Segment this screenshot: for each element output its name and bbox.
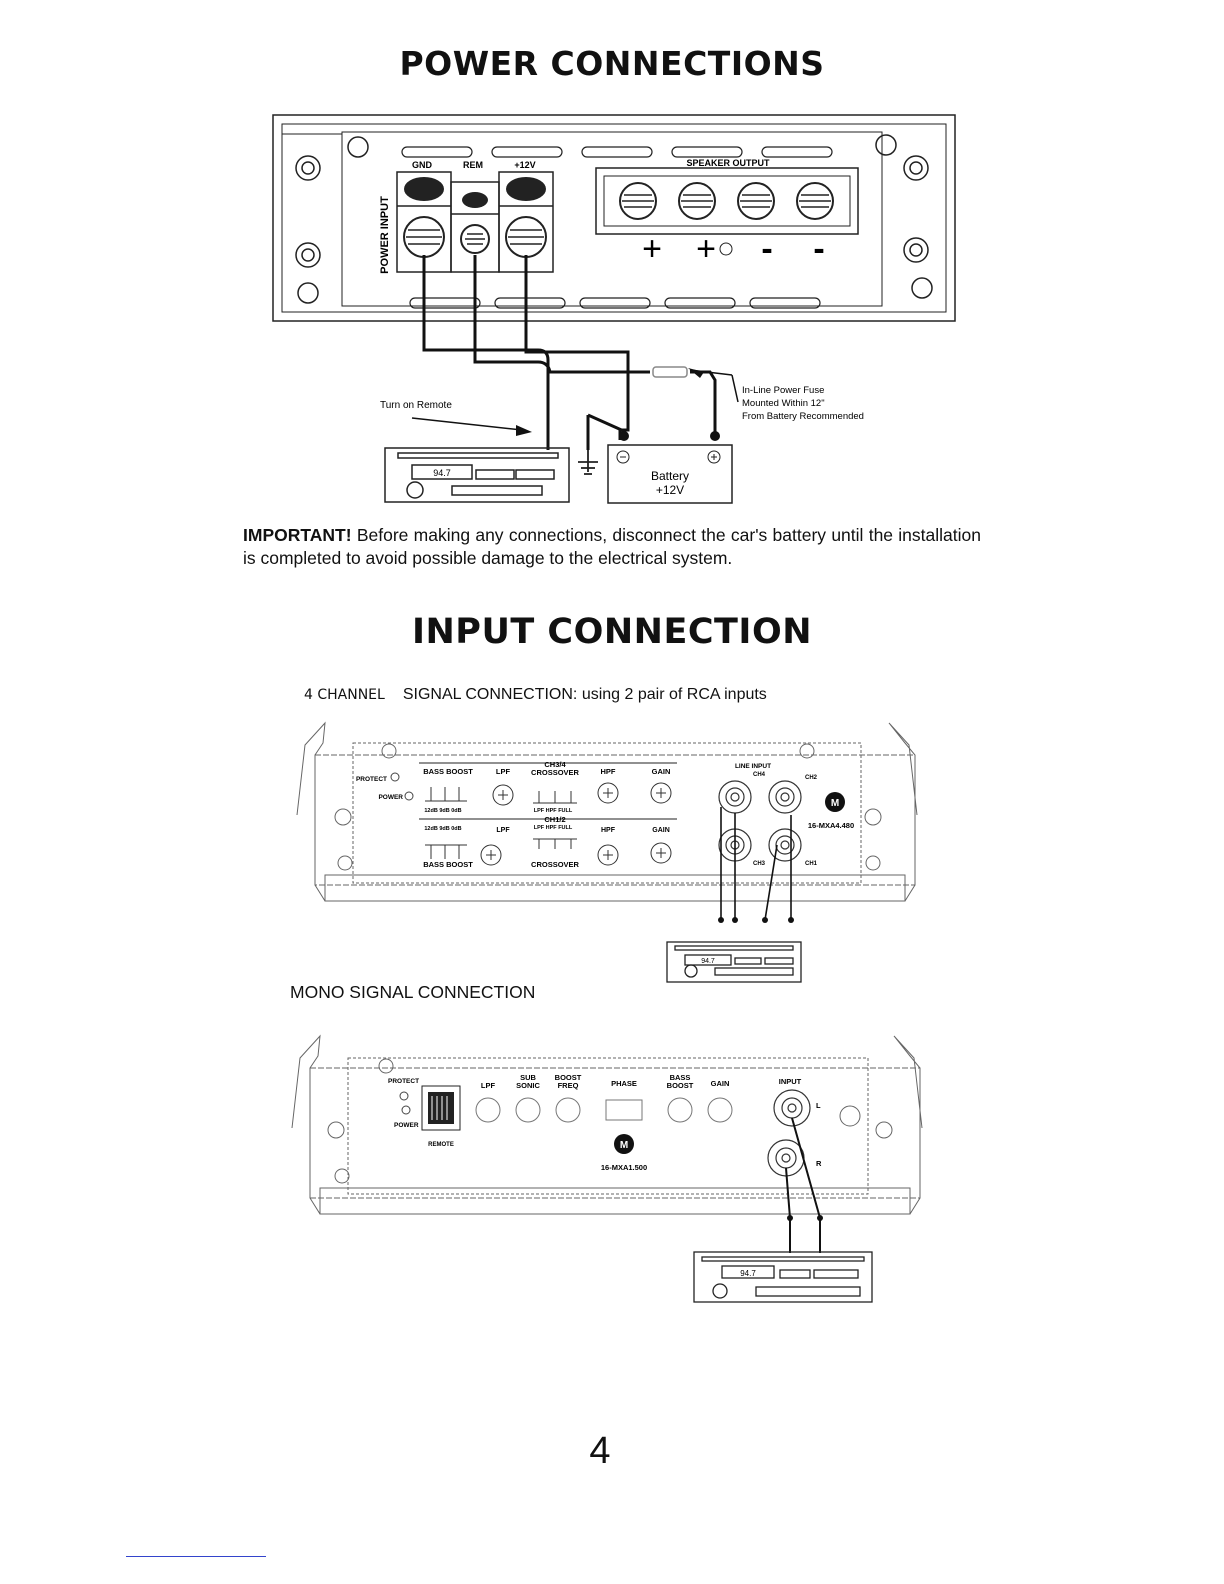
amp1-head-unit-frequency: 94.7 bbox=[740, 1269, 756, 1278]
amp4-crossover-top: CROSSOVER bbox=[531, 768, 580, 777]
amp4-ch1-label: CH1 bbox=[805, 861, 818, 867]
amp1-boost-label: BOOST bbox=[555, 1073, 582, 1082]
amp1-input-label: INPUT bbox=[779, 1077, 802, 1086]
amp1-sub-label: SUB bbox=[520, 1073, 536, 1082]
amp1-knobs bbox=[475, 1097, 733, 1123]
fuse-note-line2: Mounted Within 12" bbox=[742, 398, 825, 409]
amp1-bass-label: BASS bbox=[670, 1073, 691, 1082]
amp4-db-values-top: 12dB 9dB 0dB bbox=[424, 808, 461, 814]
ground-icon bbox=[578, 448, 598, 475]
amp4-head-unit-frequency: 94.7 bbox=[701, 958, 715, 965]
amp4-lpf-bottom: LPF bbox=[496, 827, 510, 834]
speaker-minus-2: - bbox=[813, 230, 824, 268]
amp4-line-input-label: LINE INPUT bbox=[735, 763, 771, 770]
battery-voltage: +12V bbox=[656, 483, 684, 497]
amp4-lpf-top: LPF bbox=[496, 767, 511, 776]
amp4-ch34-label: CH3/4 bbox=[544, 760, 566, 769]
power-connection-diagram: POWER INPUT GND REM +12V SPEAKER OUTPUT bbox=[272, 114, 956, 504]
amp4-head-unit-icon bbox=[666, 941, 802, 983]
amp4-gain-top: GAIN bbox=[652, 767, 671, 776]
turn-on-remote-label: Turn on Remote bbox=[380, 400, 452, 411]
amp1-rca-cables bbox=[785, 1117, 821, 1253]
head-unit-icon bbox=[384, 447, 570, 503]
amp1-head-unit-icon bbox=[693, 1251, 873, 1303]
battery-icon bbox=[607, 444, 733, 504]
speaker-output-label: SPEAKER OUTPUT bbox=[686, 158, 770, 168]
amp4-logo-icon bbox=[825, 792, 845, 812]
fuse-note-line1: In-Line Power Fuse bbox=[742, 385, 824, 396]
amp4-model: 16-MXA4.480 bbox=[808, 821, 854, 830]
four-channel-text: SIGNAL CONNECTION: using 2 pair of RCA i… bbox=[402, 686, 767, 703]
amp1-phase-label: PHASE bbox=[611, 1079, 637, 1088]
amp4-hpf-top: HPF bbox=[601, 767, 616, 776]
amp1-r-label: R bbox=[816, 1159, 822, 1168]
power-connections-title: POWER CONNECTIONS bbox=[399, 44, 825, 83]
amp4-power-label: POWER bbox=[378, 794, 403, 801]
amp4-ch2-label: CH2 bbox=[805, 775, 818, 781]
amp4-lpf-hpf-full-bottom: LPF HPF FULL bbox=[534, 825, 573, 831]
speaker-plus-2: + bbox=[696, 230, 716, 268]
important-text: Before making any connections, disconnec… bbox=[243, 525, 981, 568]
amp1-sonic-label: SONIC bbox=[516, 1081, 540, 1090]
amp4-protect-label: PROTECT bbox=[356, 776, 387, 783]
amp1-model: 16-MXA1.500 bbox=[601, 1163, 647, 1172]
amp4-ch12-label: CH1/2 bbox=[544, 815, 565, 824]
amp4-rca-cables bbox=[720, 807, 792, 921]
gnd-label: GND bbox=[412, 160, 433, 170]
amp-body bbox=[272, 114, 956, 322]
mono-signal-caption: MONO SIGNAL CONNECTION bbox=[290, 982, 536, 1002]
rem-label: REM bbox=[463, 160, 483, 170]
amp4-bass-boost-bottom: BASS BOOST bbox=[423, 860, 473, 869]
amp1-gain-label: GAIN bbox=[711, 1079, 730, 1088]
amp1-freq-label: FREQ bbox=[558, 1081, 579, 1090]
amp4-ch4-label: CH4 bbox=[753, 772, 766, 778]
head-unit-frequency: 94.7 bbox=[433, 468, 451, 478]
amp4-rca-jacks bbox=[718, 780, 802, 862]
footer-rule bbox=[126, 1556, 266, 1557]
amp4-db-values-bottom: 12dB 9dB 0dB bbox=[424, 826, 461, 832]
four-channel-prefix: 4 CHANNEL bbox=[304, 687, 385, 703]
amp4-hpf-bottom: HPF bbox=[601, 827, 616, 834]
screw-icons bbox=[295, 134, 933, 304]
fuse-note-line3: From Battery Recommended bbox=[742, 411, 864, 422]
amp4-gain-bottom: GAIN bbox=[652, 827, 670, 834]
important-notice: IMPORTANT! Before making any connections… bbox=[243, 524, 981, 570]
terminal-screws bbox=[404, 177, 546, 208]
v12-label: +12V bbox=[514, 160, 535, 170]
svg-text:M: M bbox=[831, 798, 839, 809]
amp1-remote-port bbox=[421, 1085, 461, 1131]
amp1-boost2-label: BOOST bbox=[667, 1081, 694, 1090]
power-input-label: POWER INPUT bbox=[379, 196, 391, 274]
speaker-terminal-block bbox=[595, 167, 859, 235]
amp4-lpf-hpf-full-top: LPF HPF FULL bbox=[534, 808, 573, 814]
amp1-l-label: L bbox=[816, 1101, 821, 1110]
amp1-logo-icon bbox=[614, 1134, 634, 1154]
mono-channel-diagram: PROTECT POWER REMOTE LPF SUB SONIC BOOST… bbox=[291, 1034, 923, 1303]
four-channel-diagram: PROTECT POWER BASS BOOST LPF CH3/4 CROSS… bbox=[296, 721, 918, 983]
amp1-power-label: POWER bbox=[394, 1122, 419, 1129]
battery-label: Battery bbox=[651, 469, 689, 483]
power-wires bbox=[422, 255, 717, 450]
input-connection-title: INPUT CONNECTION bbox=[411, 612, 812, 652]
amp1-remote-label: REMOTE bbox=[428, 1142, 454, 1148]
speaker-minus-1: - bbox=[761, 230, 772, 268]
amp1-lpf-label: LPF bbox=[481, 1081, 496, 1090]
amp4-bass-boost-top: BASS BOOST bbox=[423, 767, 473, 776]
important-lead: IMPORTANT! bbox=[243, 525, 352, 545]
four-channel-caption: 4 CHANNEL SIGNAL CONNECTION: using 2 pair… bbox=[304, 686, 767, 704]
page-number: 4 bbox=[589, 1430, 611, 1472]
amp4-crossover-bottom: CROSSOVER bbox=[531, 860, 580, 869]
amp4-ch3-label: CH3 bbox=[753, 861, 766, 867]
amp1-protect-label: PROTECT bbox=[388, 1078, 419, 1085]
fuse-icon bbox=[652, 366, 688, 378]
svg-text:M: M bbox=[620, 1140, 628, 1151]
speaker-plus-1: + bbox=[642, 230, 662, 268]
